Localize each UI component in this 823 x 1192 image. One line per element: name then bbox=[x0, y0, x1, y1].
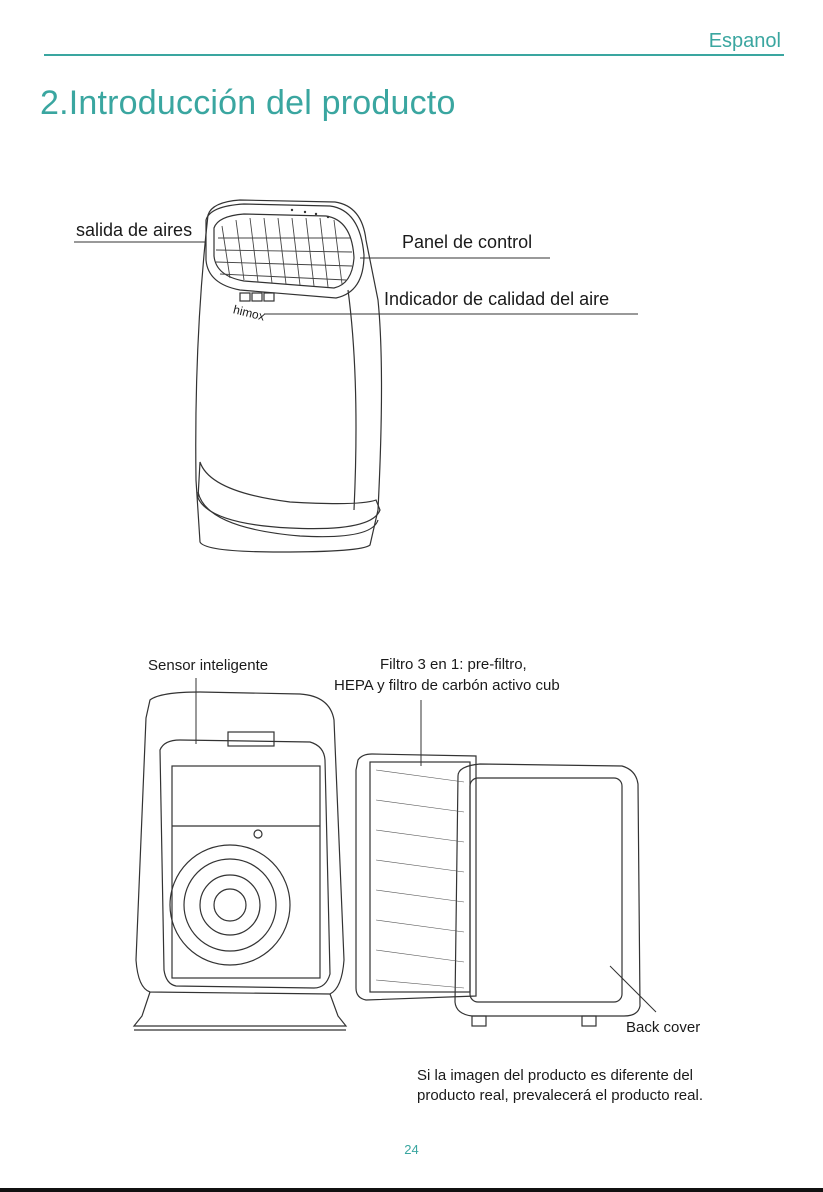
label-sensor: Sensor inteligente bbox=[148, 657, 268, 674]
footer-divider bbox=[0, 1188, 823, 1192]
page-title: 2.Introducción del producto bbox=[40, 84, 456, 123]
label-control-panel: Panel de control bbox=[402, 232, 532, 253]
language-label: Espanol bbox=[709, 30, 781, 53]
label-filter-line1: Filtro 3 en 1: pre-filtro, bbox=[380, 656, 527, 673]
header-divider bbox=[44, 54, 784, 56]
note-line-1: Si la imagen del producto es diferente d… bbox=[417, 1066, 703, 1086]
label-air-outlet: salida de aires bbox=[76, 220, 192, 241]
label-air-quality: Indicador de calidad del aire bbox=[384, 289, 609, 310]
disclaimer-note: Si la imagen del producto es diferente d… bbox=[417, 1066, 703, 1106]
note-line-2: producto real, prevalecerá el producto r… bbox=[417, 1086, 703, 1106]
label-back-cover: Back cover bbox=[626, 1019, 700, 1036]
purifier-back-illustration bbox=[0, 670, 823, 1050]
page-number: 24 bbox=[0, 1142, 823, 1157]
label-filter-line2: HEPA y filtro de carbón activo cub bbox=[334, 677, 560, 694]
